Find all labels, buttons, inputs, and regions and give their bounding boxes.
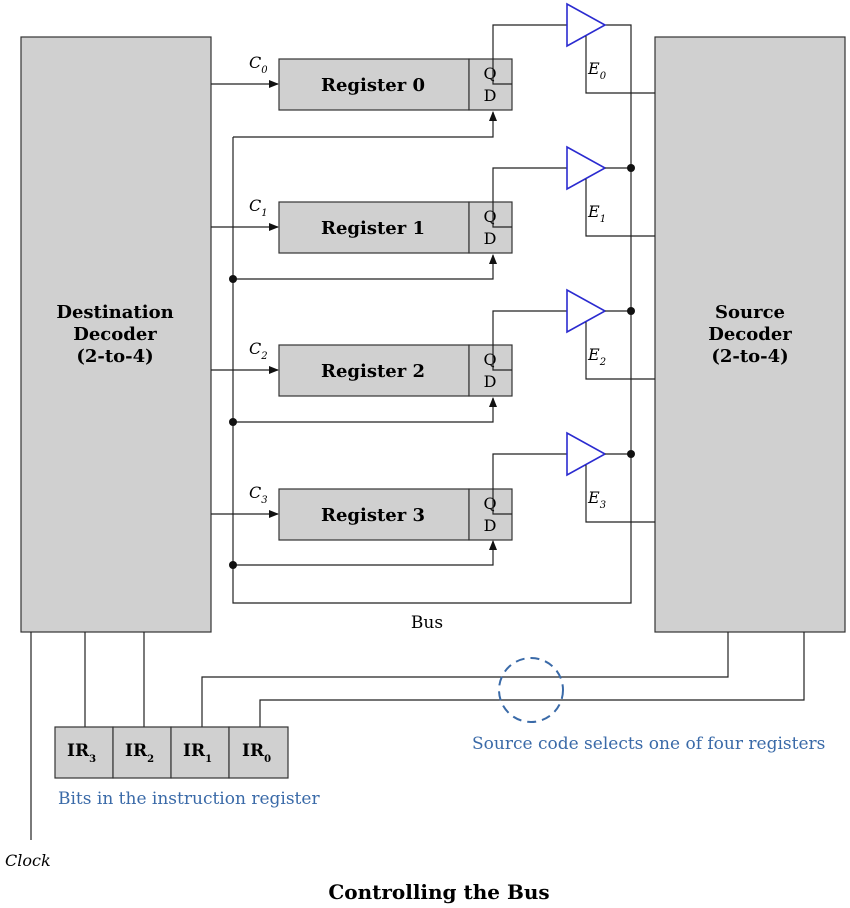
destination-decoder-line2: Decoder (73, 324, 157, 345)
register-3-q: Q (483, 494, 496, 513)
junction-dot (627, 164, 635, 172)
enable-label-e1: E1 (587, 202, 606, 225)
ir-3-label: IR3 (67, 741, 96, 765)
register-3-d: D (484, 516, 497, 535)
destination-decoder: Destination Decoder (2-to-4) (20, 36, 212, 633)
register-1-group: C1 Register 1 Q D E1 (211, 145, 655, 283)
junction-dot (229, 418, 237, 426)
tristate-buffer-1 (566, 145, 607, 191)
source-note: Source code selects one of four register… (472, 734, 825, 754)
register-2-q: Q (483, 350, 496, 369)
junction-dot (627, 307, 635, 315)
source-decoder-line1: Source (715, 302, 785, 323)
enable-label-e3: E3 (587, 488, 606, 511)
source-decoder: Source Decoder (2-to-4) (654, 36, 846, 633)
register-0 (278, 58, 470, 111)
ir-cell-2 (112, 726, 172, 779)
ir-cell-1 (170, 726, 230, 779)
control-label-c1: C1 (249, 196, 268, 219)
register-3-group: C3 Register 3 Q D E3 (211, 431, 655, 569)
source-code-highlight-circle (498, 657, 564, 723)
bus-label: Bus (411, 613, 443, 633)
ir-0-label: IR0 (242, 741, 271, 765)
clock-label: Clock (5, 851, 51, 870)
control-label-c0: C0 (249, 53, 268, 76)
register-1-label: Register 1 (321, 218, 425, 239)
ir-cell-0 (228, 726, 289, 779)
tristate-buffer-0 (566, 2, 607, 48)
register-0-label: Register 0 (321, 75, 425, 96)
control-label-c3: C3 (249, 483, 268, 506)
register-1 (278, 201, 470, 254)
register-3-label: Register 3 (321, 505, 425, 526)
tristate-buffer-2 (566, 288, 607, 334)
control-label-c2: C2 (249, 339, 268, 362)
junction-dot (627, 450, 635, 458)
register-2-label: Register 2 (321, 361, 425, 382)
source-decoder-line2: Decoder (708, 324, 792, 345)
register-1-d: D (484, 229, 497, 248)
register-0-d: D (484, 86, 497, 105)
ir-cell-3 (54, 726, 114, 779)
junction-dot (229, 275, 237, 283)
destination-decoder-line1: Destination (56, 302, 173, 323)
left-vertical-bus (232, 24, 632, 604)
ir-1-label: IR1 (183, 741, 212, 765)
register-0-group: C0 Register 0 Q D E0 (211, 2, 655, 138)
source-decoder-line3: (2-to-4) (711, 346, 788, 367)
instruction-register: IR3 IR2 IR1 IR0 (54, 632, 805, 779)
register-2-d: D (484, 372, 497, 391)
tristate-buffer-3 (566, 431, 607, 477)
destination-decoder-line3: (2-to-4) (76, 346, 153, 367)
enable-label-e0: E0 (587, 59, 607, 82)
junction-dot (229, 561, 237, 569)
register-2 (278, 344, 470, 397)
diagram-title: Controlling the Bus (328, 880, 549, 904)
register-3 (278, 488, 470, 541)
instruction-register-caption: Bits in the instruction register (58, 789, 320, 809)
ir-2-label: IR2 (125, 741, 154, 765)
register-0-q: Q (483, 64, 496, 83)
enable-label-e2: E2 (587, 345, 606, 368)
register-2-group: C2 Register 2 Q D E2 (211, 288, 655, 426)
register-1-q: Q (483, 207, 496, 226)
